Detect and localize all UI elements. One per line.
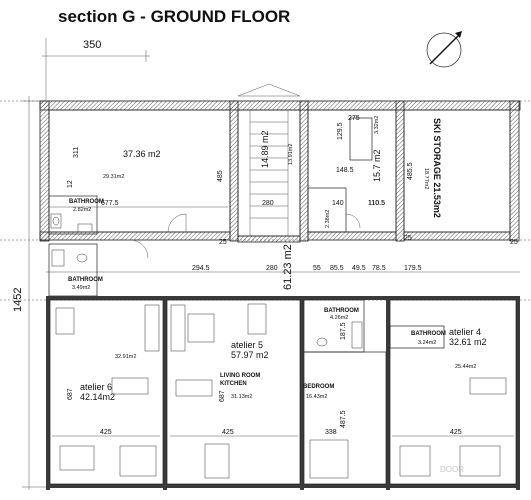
dim-25-c: 25 (510, 239, 518, 246)
top-dimension: 350 (42, 38, 150, 100)
dim-425-a: 425 (100, 429, 112, 436)
storage-area: 15.7 m2 (372, 149, 382, 182)
dim-4855: 485.5 (407, 162, 414, 180)
dim-785: 78.5 (372, 265, 386, 272)
dim-4875: 487.5 (340, 410, 347, 428)
dim-687-a: 687 (67, 388, 74, 400)
ski-storage: SKI STORAGE 21.53m2 18.77m2 485.5 110.5 (368, 109, 511, 233)
north-arrow-icon (426, 31, 462, 68)
bathroom4-area: 3.24m2 (418, 340, 436, 346)
room1-area: 37.36 m2 (123, 149, 161, 159)
dim-687-b: 687 (219, 390, 226, 402)
atelier6-sub-area: 32.91m2 (115, 354, 136, 360)
corridor: 61.23 m2 294.5 280 55 85.5 49.5 78.5 179… (46, 235, 520, 290)
dim-55: 55 (313, 265, 321, 272)
dim-485-left: 485 (217, 170, 224, 182)
bathroom2-label: BATHROOM (68, 277, 103, 283)
atelier5-area: 57.97 m2 (231, 350, 269, 360)
dim-280-b: 280 (266, 265, 278, 272)
atelier6-label: atelier 6 (80, 382, 112, 392)
room-top-left: 37.36 m2 29.31m2 311 485 677.5 12 (48, 109, 231, 233)
storage-cluster: 275 129.5 148.5 15.7 m2 2.38m2 3.32m2 14… (307, 109, 397, 233)
dim-275: 275 (348, 115, 360, 122)
plan-title: section G - GROUND FLOOR (58, 7, 290, 26)
dim-6775: 677.5 (101, 200, 119, 207)
corridor-area: 61.23 m2 (282, 244, 294, 290)
dim-311: 311 (73, 147, 80, 158)
lower-walls (46, 296, 520, 490)
dim-1875: 187.5 (340, 322, 347, 340)
room1-sub-area: 29.31m2 (103, 174, 124, 180)
dim-425-c: 425 (450, 429, 462, 436)
stair-area: 14.89 m2 (260, 130, 270, 168)
bathroom2-area: 3.49m2 (72, 285, 90, 291)
dim-12: 12 (67, 180, 74, 188)
dim-25-a: 25 (219, 239, 227, 246)
dim-1295: 129.5 (337, 122, 344, 140)
atelier4-area: 32.61 m2 (449, 337, 487, 347)
atelier-6: atelier 6 42.14m2 32.91m2 687 425 (49, 299, 164, 485)
dim-338: 338 (325, 429, 337, 436)
dim-1485: 148.5 (336, 167, 354, 174)
bathroom-2: BATHROOM 3.49m2 (48, 243, 103, 297)
bathroom-3: BATHROOM 4.26m2 187.5 (303, 299, 365, 353)
dim-140: 140 (332, 200, 344, 207)
bathroom3-area: 4.26m2 (330, 315, 348, 321)
bathroom4-label: BATHROOM (411, 331, 446, 337)
kitchen-label: KITCHEN (220, 381, 247, 387)
living-room-label: LIVING ROOM (220, 373, 260, 379)
bathroom3-label: BATHROOM (324, 308, 359, 314)
dim-1105-b: 110.5 (368, 200, 385, 207)
dim-855: 85.5 (330, 265, 344, 272)
stair-core: 14.89 m2 13.91m2 280 (237, 83, 301, 237)
dim-280-a: 280 (262, 200, 274, 207)
storage-sub-area: 2.38m2 (325, 210, 331, 228)
dim-425-b: 425 (222, 429, 234, 436)
dim-left-label: 1452 (12, 288, 24, 312)
bathroom-1: BATHROOM 2.82m2 (48, 195, 104, 235)
watermark: DOOR (440, 465, 464, 474)
stair-sub-area: 13.91m2 (288, 144, 294, 165)
dim-1795: 179.5 (404, 265, 422, 272)
dim-495: 49.5 (352, 265, 366, 272)
ski-storage-label: SKI STORAGE 21.53m2 (432, 118, 442, 218)
dim-top-label: 350 (83, 39, 101, 51)
storage-sub-area-2: 3.32m2 (374, 116, 380, 134)
bedroom-sub-area: 16.43m2 (306, 394, 327, 400)
living-sub-area: 31.13m2 (231, 394, 252, 400)
atelier-4: BATHROOM 3.24m2 atelier 4 32.61 m2 25.44… (389, 239, 518, 485)
bedroom: BEDROOM 16.43m2 487.5 338 (303, 351, 387, 485)
ski-storage-sub-area: 18.77m2 (423, 168, 429, 189)
bathroom1-area: 2.82m2 (73, 207, 91, 213)
atelier5-label: atelier 5 (231, 340, 263, 350)
dim-2945: 294.5 (192, 265, 210, 272)
atelier-5: atelier 5 57.97 m2 LIVING ROOM KITCHEN 3… (166, 299, 301, 485)
bathroom1-label: BATHROOM (69, 199, 104, 205)
dim-25-b: 25 (404, 235, 412, 242)
dim-1105-a: 110.5 (368, 200, 385, 207)
atelier6-area: 42.14m2 (80, 392, 115, 402)
bedroom-label: BEDROOM (303, 384, 334, 390)
atelier4-label: atelier 4 (449, 327, 481, 337)
atelier4-sub-area: 25.44m2 (455, 364, 476, 370)
